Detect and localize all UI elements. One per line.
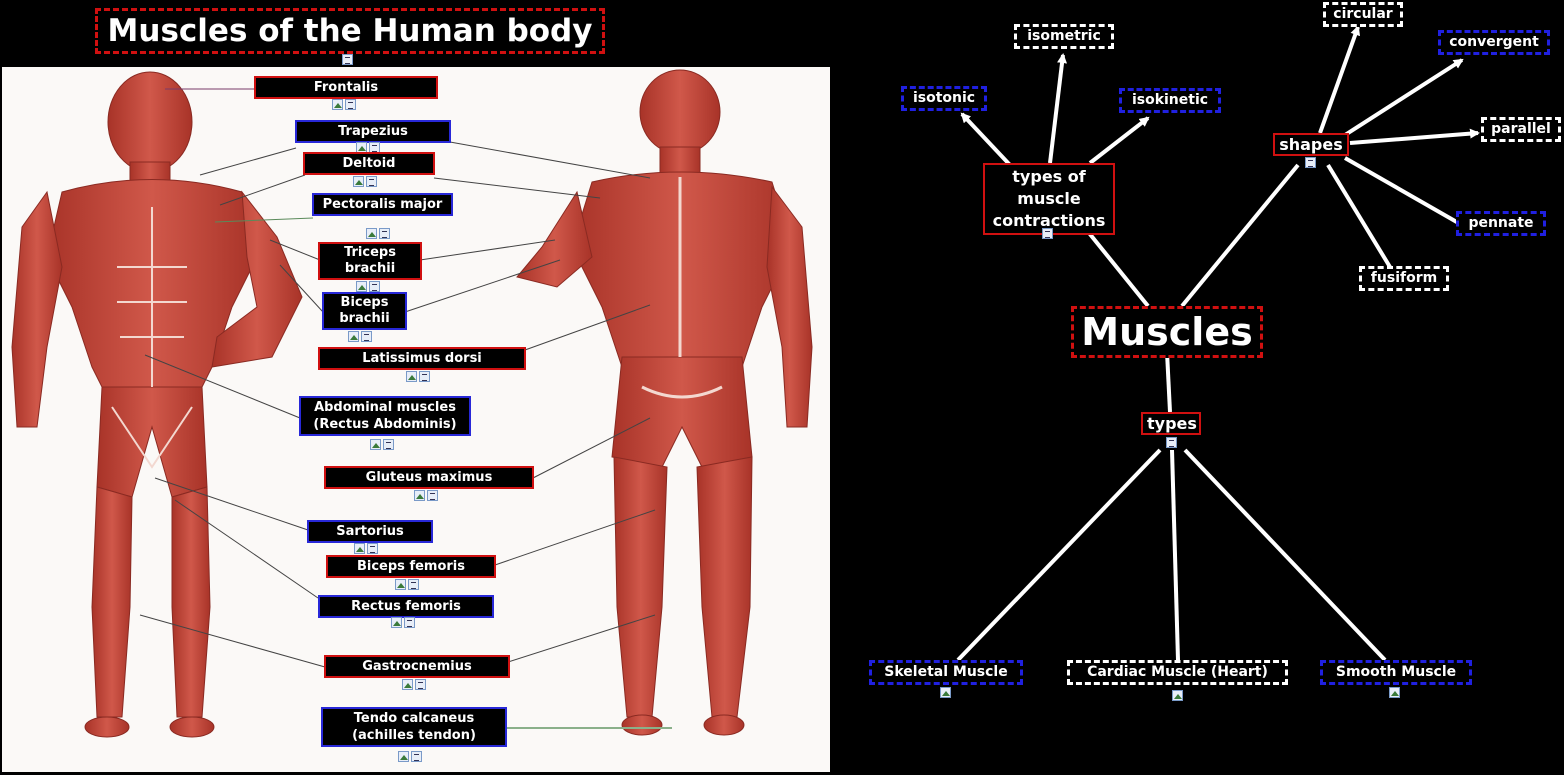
image-icon[interactable] — [940, 687, 951, 698]
link-shapes-pennate — [1344, 156, 1463, 227]
image-icon[interactable] — [414, 490, 425, 501]
node-fusiform[interactable]: fusiform — [1359, 266, 1449, 291]
label-rectus-femoris[interactable]: Rectus femoris — [318, 595, 494, 618]
link-shapes-parallel — [1349, 128, 1480, 145]
link-types-skeletal — [956, 448, 1162, 662]
label-deltoid[interactable]: Deltoid — [303, 152, 435, 175]
link-contractions-isotonic — [960, 112, 1012, 167]
document-icon[interactable] — [369, 281, 380, 292]
link-types-smooth — [1183, 448, 1387, 662]
image-icon[interactable] — [356, 281, 367, 292]
latissimus-icons — [406, 371, 430, 383]
document-icon[interactable] — [1042, 228, 1053, 239]
label-abdominal[interactable]: Abdominal muscles (Rectus Abdominis) — [299, 396, 471, 436]
node-pennate[interactable]: pennate — [1456, 211, 1546, 236]
image-icon[interactable] — [1389, 687, 1400, 698]
label-frontalis[interactable]: Frontalis — [254, 76, 438, 99]
label-triceps[interactable]: Triceps brachii — [318, 242, 422, 280]
document-icon[interactable] — [379, 228, 390, 239]
document-icon[interactable] — [415, 679, 426, 690]
node-shapes[interactable]: shapes — [1273, 133, 1349, 156]
document-icon[interactable] — [345, 99, 356, 110]
document-icon[interactable] — [383, 439, 394, 450]
image-icon[interactable] — [332, 99, 343, 110]
image-icon[interactable] — [402, 679, 413, 690]
link-shapes-convergent — [1343, 58, 1464, 137]
document-icon[interactable] — [342, 54, 353, 65]
gastrocnemius-icons — [402, 679, 426, 691]
image-icon[interactable] — [348, 331, 359, 342]
node-isometric[interactable]: isometric — [1014, 24, 1114, 49]
link-muscles-contractions — [1083, 226, 1150, 308]
label-gastrocnemius[interactable]: Gastrocnemius — [324, 655, 510, 678]
document-icon[interactable] — [1305, 157, 1316, 168]
sartorius-icons — [354, 543, 378, 555]
document-icon[interactable] — [367, 543, 378, 554]
label-pectoralis[interactable]: Pectoralis major — [312, 193, 453, 216]
label-biceps[interactable]: Biceps brachii — [322, 292, 407, 330]
label-latissimus[interactable]: Latissimus dorsi — [318, 347, 526, 370]
document-icon[interactable] — [404, 617, 415, 628]
document-icon[interactable] — [361, 331, 372, 342]
node-muscles[interactable]: Muscles — [1071, 306, 1263, 358]
link-shapes-fusiform — [1326, 163, 1392, 269]
node-isotonic[interactable]: isotonic — [901, 86, 987, 111]
cardiac-icons — [1172, 690, 1183, 702]
triceps-icons — [356, 281, 380, 293]
image-icon[interactable] — [353, 176, 364, 187]
document-icon[interactable] — [411, 751, 422, 762]
node-isokinetic[interactable]: isokinetic — [1119, 88, 1221, 113]
biceps-icons — [348, 331, 372, 343]
image-icon[interactable] — [391, 617, 402, 628]
node-circular[interactable]: circular — [1323, 2, 1403, 27]
frontalis-icons — [332, 99, 356, 111]
document-icon[interactable] — [1166, 437, 1177, 448]
label-tendo[interactable]: Tendo calcaneus (achilles tendon) — [321, 707, 507, 747]
link-types-cardiac — [1170, 449, 1180, 661]
image-icon[interactable] — [398, 751, 409, 762]
gluteus-icons — [414, 490, 438, 502]
deltoid-icons — [353, 176, 377, 188]
link-contractions-isometric — [1048, 53, 1068, 164]
image-icon[interactable] — [354, 543, 365, 554]
node-smooth[interactable]: Smooth Muscle — [1320, 660, 1472, 685]
types-icons — [1166, 437, 1177, 449]
tendo-icons — [398, 751, 422, 763]
node-skeletal[interactable]: Skeletal Muscle — [869, 660, 1023, 685]
image-icon[interactable] — [395, 579, 406, 590]
pectoralis-icons — [366, 228, 390, 240]
abdominal-icons — [370, 439, 394, 451]
biceps-femoris-icons — [395, 579, 419, 591]
document-icon[interactable] — [419, 371, 430, 382]
document-icon[interactable] — [408, 579, 419, 590]
rectus-femoris-icons — [391, 617, 415, 629]
image-icon[interactable] — [1172, 690, 1183, 701]
document-icon[interactable] — [427, 490, 438, 501]
node-cardiac[interactable]: Cardiac Muscle (Heart) — [1067, 660, 1288, 685]
label-gluteus[interactable]: Gluteus maximus — [324, 466, 534, 489]
label-biceps-femoris[interactable]: Biceps femoris — [326, 555, 496, 578]
image-icon[interactable] — [370, 439, 381, 450]
node-types[interactable]: types — [1141, 412, 1201, 435]
label-trapezius[interactable]: Trapezius — [295, 120, 451, 143]
node-contractions[interactable]: types of muscle contractions — [983, 163, 1115, 235]
link-contractions-isokinetic — [1088, 116, 1150, 165]
link-muscles-types — [1165, 351, 1172, 413]
image-icon[interactable] — [406, 371, 417, 382]
shapes-icons — [1305, 157, 1316, 169]
page-title: Muscles of the Human body — [95, 8, 605, 54]
title-icons — [342, 54, 353, 66]
node-parallel[interactable]: parallel — [1481, 117, 1561, 142]
node-convergent[interactable]: convergent — [1438, 30, 1550, 55]
image-icon[interactable] — [366, 228, 377, 239]
link-shapes-circular — [1318, 25, 1361, 134]
front-figure — [11, 71, 303, 738]
skeletal-icons — [940, 687, 951, 699]
label-sartorius[interactable]: Sartorius — [307, 520, 433, 543]
back-figure — [516, 69, 813, 736]
contractions-icons — [1042, 228, 1053, 240]
link-muscles-shapes — [1180, 163, 1300, 308]
smooth-icons — [1389, 687, 1400, 699]
document-icon[interactable] — [366, 176, 377, 187]
